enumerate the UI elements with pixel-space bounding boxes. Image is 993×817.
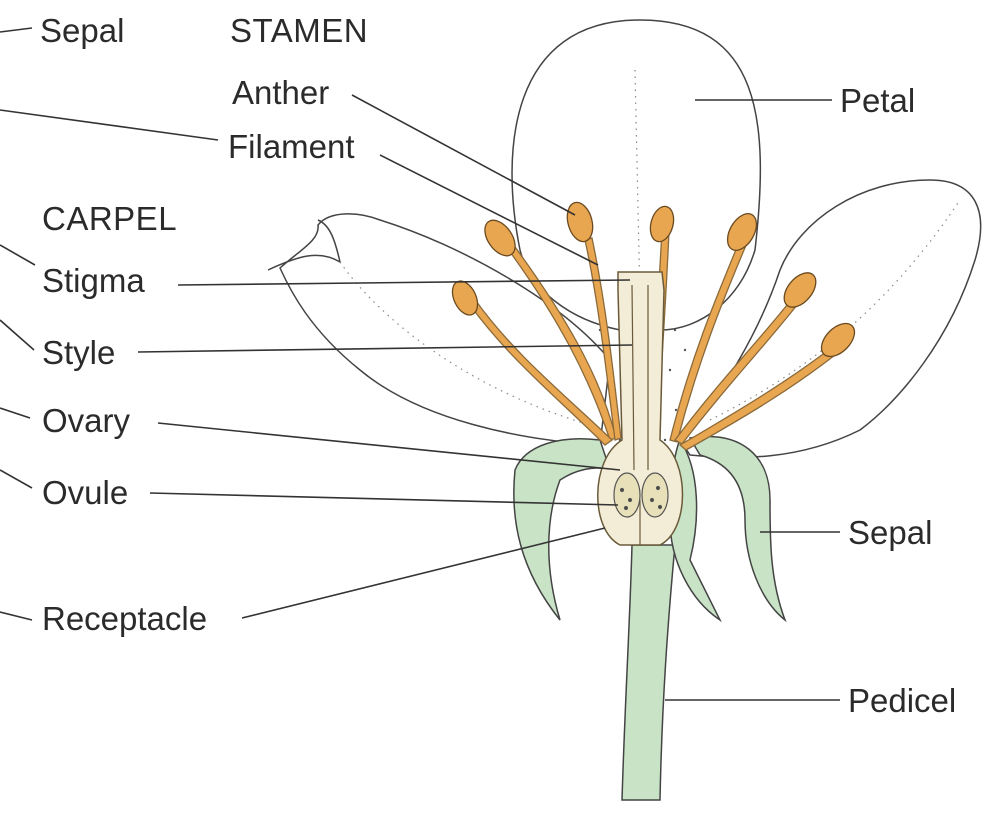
label-stigma: Stigma bbox=[42, 264, 145, 297]
leader-sepal-top bbox=[0, 28, 32, 32]
label-filament: Filament bbox=[228, 130, 355, 163]
label-ovule: Ovule bbox=[42, 476, 128, 509]
label-ovary: Ovary bbox=[42, 404, 130, 437]
label-stamen-heading: STAMEN bbox=[230, 14, 368, 47]
sepal-left bbox=[514, 439, 610, 620]
leader-style-left bbox=[0, 320, 34, 350]
label-style: Style bbox=[42, 336, 115, 369]
leader-ovary-left bbox=[0, 408, 30, 418]
leader-stigma-left bbox=[0, 245, 35, 265]
label-sepal-right: Sepal bbox=[848, 516, 932, 549]
pedicel-stem bbox=[622, 545, 675, 800]
leader-ovule-left bbox=[0, 470, 32, 488]
label-carpel-heading: CARPEL bbox=[42, 202, 177, 235]
label-receptacle: Receptacle bbox=[42, 602, 207, 635]
label-petal: Petal bbox=[840, 84, 915, 117]
leader-filament-left bbox=[0, 110, 218, 140]
label-sepal-top: Sepal bbox=[40, 14, 124, 47]
leader-receptacle-left bbox=[0, 612, 32, 620]
label-anther: Anther bbox=[232, 76, 329, 109]
label-pedicel: Pedicel bbox=[848, 684, 956, 717]
